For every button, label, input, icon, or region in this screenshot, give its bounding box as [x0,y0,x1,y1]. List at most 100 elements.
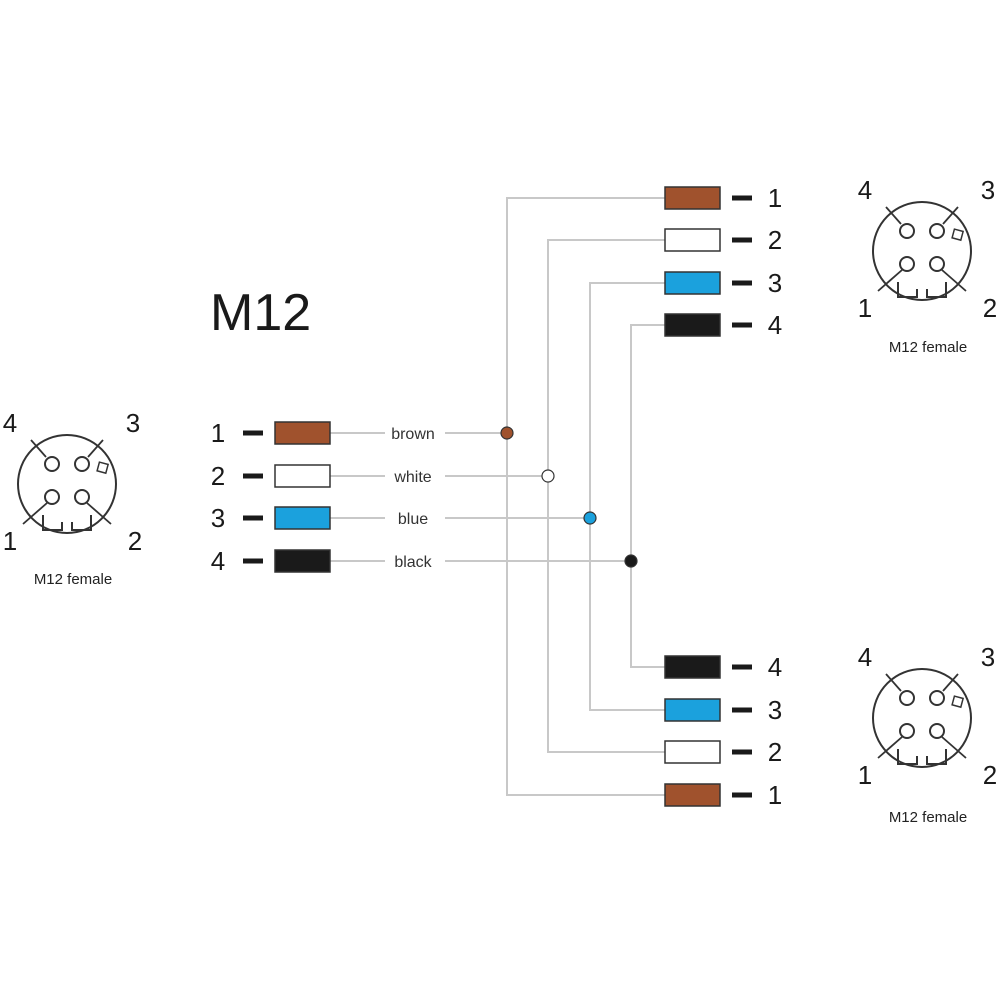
wire-color-block-brown [274,421,331,445]
pin-dash [732,707,752,713]
bus-line-brown [506,197,665,796]
pin-dash [732,792,752,798]
connector-label: M12 female [34,571,112,588]
output-pin-number: 4 [768,310,782,340]
pin-dash [243,558,263,564]
bus-line-black [630,324,665,668]
connector-pin-number: 1 [858,760,872,790]
output-color-block-white [664,740,721,764]
key-notch [926,749,947,765]
output-pin-number: 2 [768,737,782,767]
output-color-block-black [664,655,721,679]
output-pin-number: 1 [768,780,782,810]
wire-label-white: white [393,469,431,486]
output-pin-number: 3 [768,695,782,725]
connector-pin-number: 4 [3,408,17,438]
output-color-block-blue [664,271,721,295]
connector-pin-number: 3 [981,642,995,672]
pin-dash [243,430,263,436]
output-color-block-blue [664,698,721,722]
pin-hole [74,489,90,505]
key-notch [926,282,947,298]
output-color-block-brown [664,186,721,210]
connector-pin-number: 3 [126,408,140,438]
leader-line [941,269,967,292]
pin-dash [243,515,263,521]
leader-line [22,502,48,525]
pin-hole [929,690,945,706]
connector-outline [872,201,972,301]
wire-color-block-blue [274,506,331,530]
pin-hole [899,223,915,239]
leader-line [877,269,903,292]
pin-dash [732,664,752,670]
pin-hole [929,256,945,272]
pin-dash [732,195,752,201]
pin-hole [929,223,945,239]
leader-line [941,736,967,759]
connector-pin-number: 3 [981,175,995,205]
input-pin-number: 4 [211,546,225,576]
output-color-block-black [664,313,721,337]
pin-dash [732,237,752,243]
leader-line [942,673,959,692]
wire-label-black: black [394,554,432,571]
diagram-title: M12 [210,284,311,342]
output-pin-number: 2 [768,225,782,255]
pin-hole [929,723,945,739]
coding-key [951,695,965,709]
key-notch [42,515,63,531]
pin-hole [899,690,915,706]
connector-label: M12 female [889,339,967,356]
leader-line [86,502,112,525]
wire-label-brown: brown [391,426,435,443]
key-notch [897,282,918,298]
wire-color-block-black [274,549,331,573]
pin-dash [243,473,263,479]
key-notch [897,749,918,765]
leader-line [877,736,903,759]
connector-pin-number: 2 [983,293,997,323]
coding-key [951,228,965,242]
pin-dash [732,749,752,755]
output-pin-number: 1 [768,183,782,213]
connector-pin-number: 1 [858,293,872,323]
output-pin-number: 3 [768,268,782,298]
pin-hole [44,456,60,472]
connector-outline [872,668,972,768]
pin-hole [74,456,90,472]
junction-dot-white [541,469,555,483]
wire-label-blue: blue [398,511,428,528]
output-color-block-brown [664,783,721,807]
connector-pin-number: 4 [858,642,872,672]
pin-hole [899,723,915,739]
input-pin-number: 2 [211,461,225,491]
bus-line-blue [589,282,665,711]
wire-color-block-white [274,464,331,488]
leader-line [30,439,47,458]
connector-pin-number: 2 [128,526,142,556]
connector-pin-number: 2 [983,760,997,790]
input-pin-number: 1 [211,418,225,448]
leader-line [885,673,902,692]
bus-line-white [547,239,665,753]
connector-pin-number: 1 [3,526,17,556]
junction-dot-blue [583,511,597,525]
connector-label: M12 female [889,809,967,826]
pin-hole [899,256,915,272]
leader-line [942,206,959,225]
pin-dash [732,322,752,328]
junction-dot-brown [500,426,514,440]
output-color-block-white [664,228,721,252]
junction-dot-black [624,554,638,568]
leader-line [885,206,902,225]
connector-pin-number: 4 [858,175,872,205]
leader-line [87,439,104,458]
pin-dash [732,280,752,286]
pin-hole [44,489,60,505]
connector-outline [17,434,117,534]
